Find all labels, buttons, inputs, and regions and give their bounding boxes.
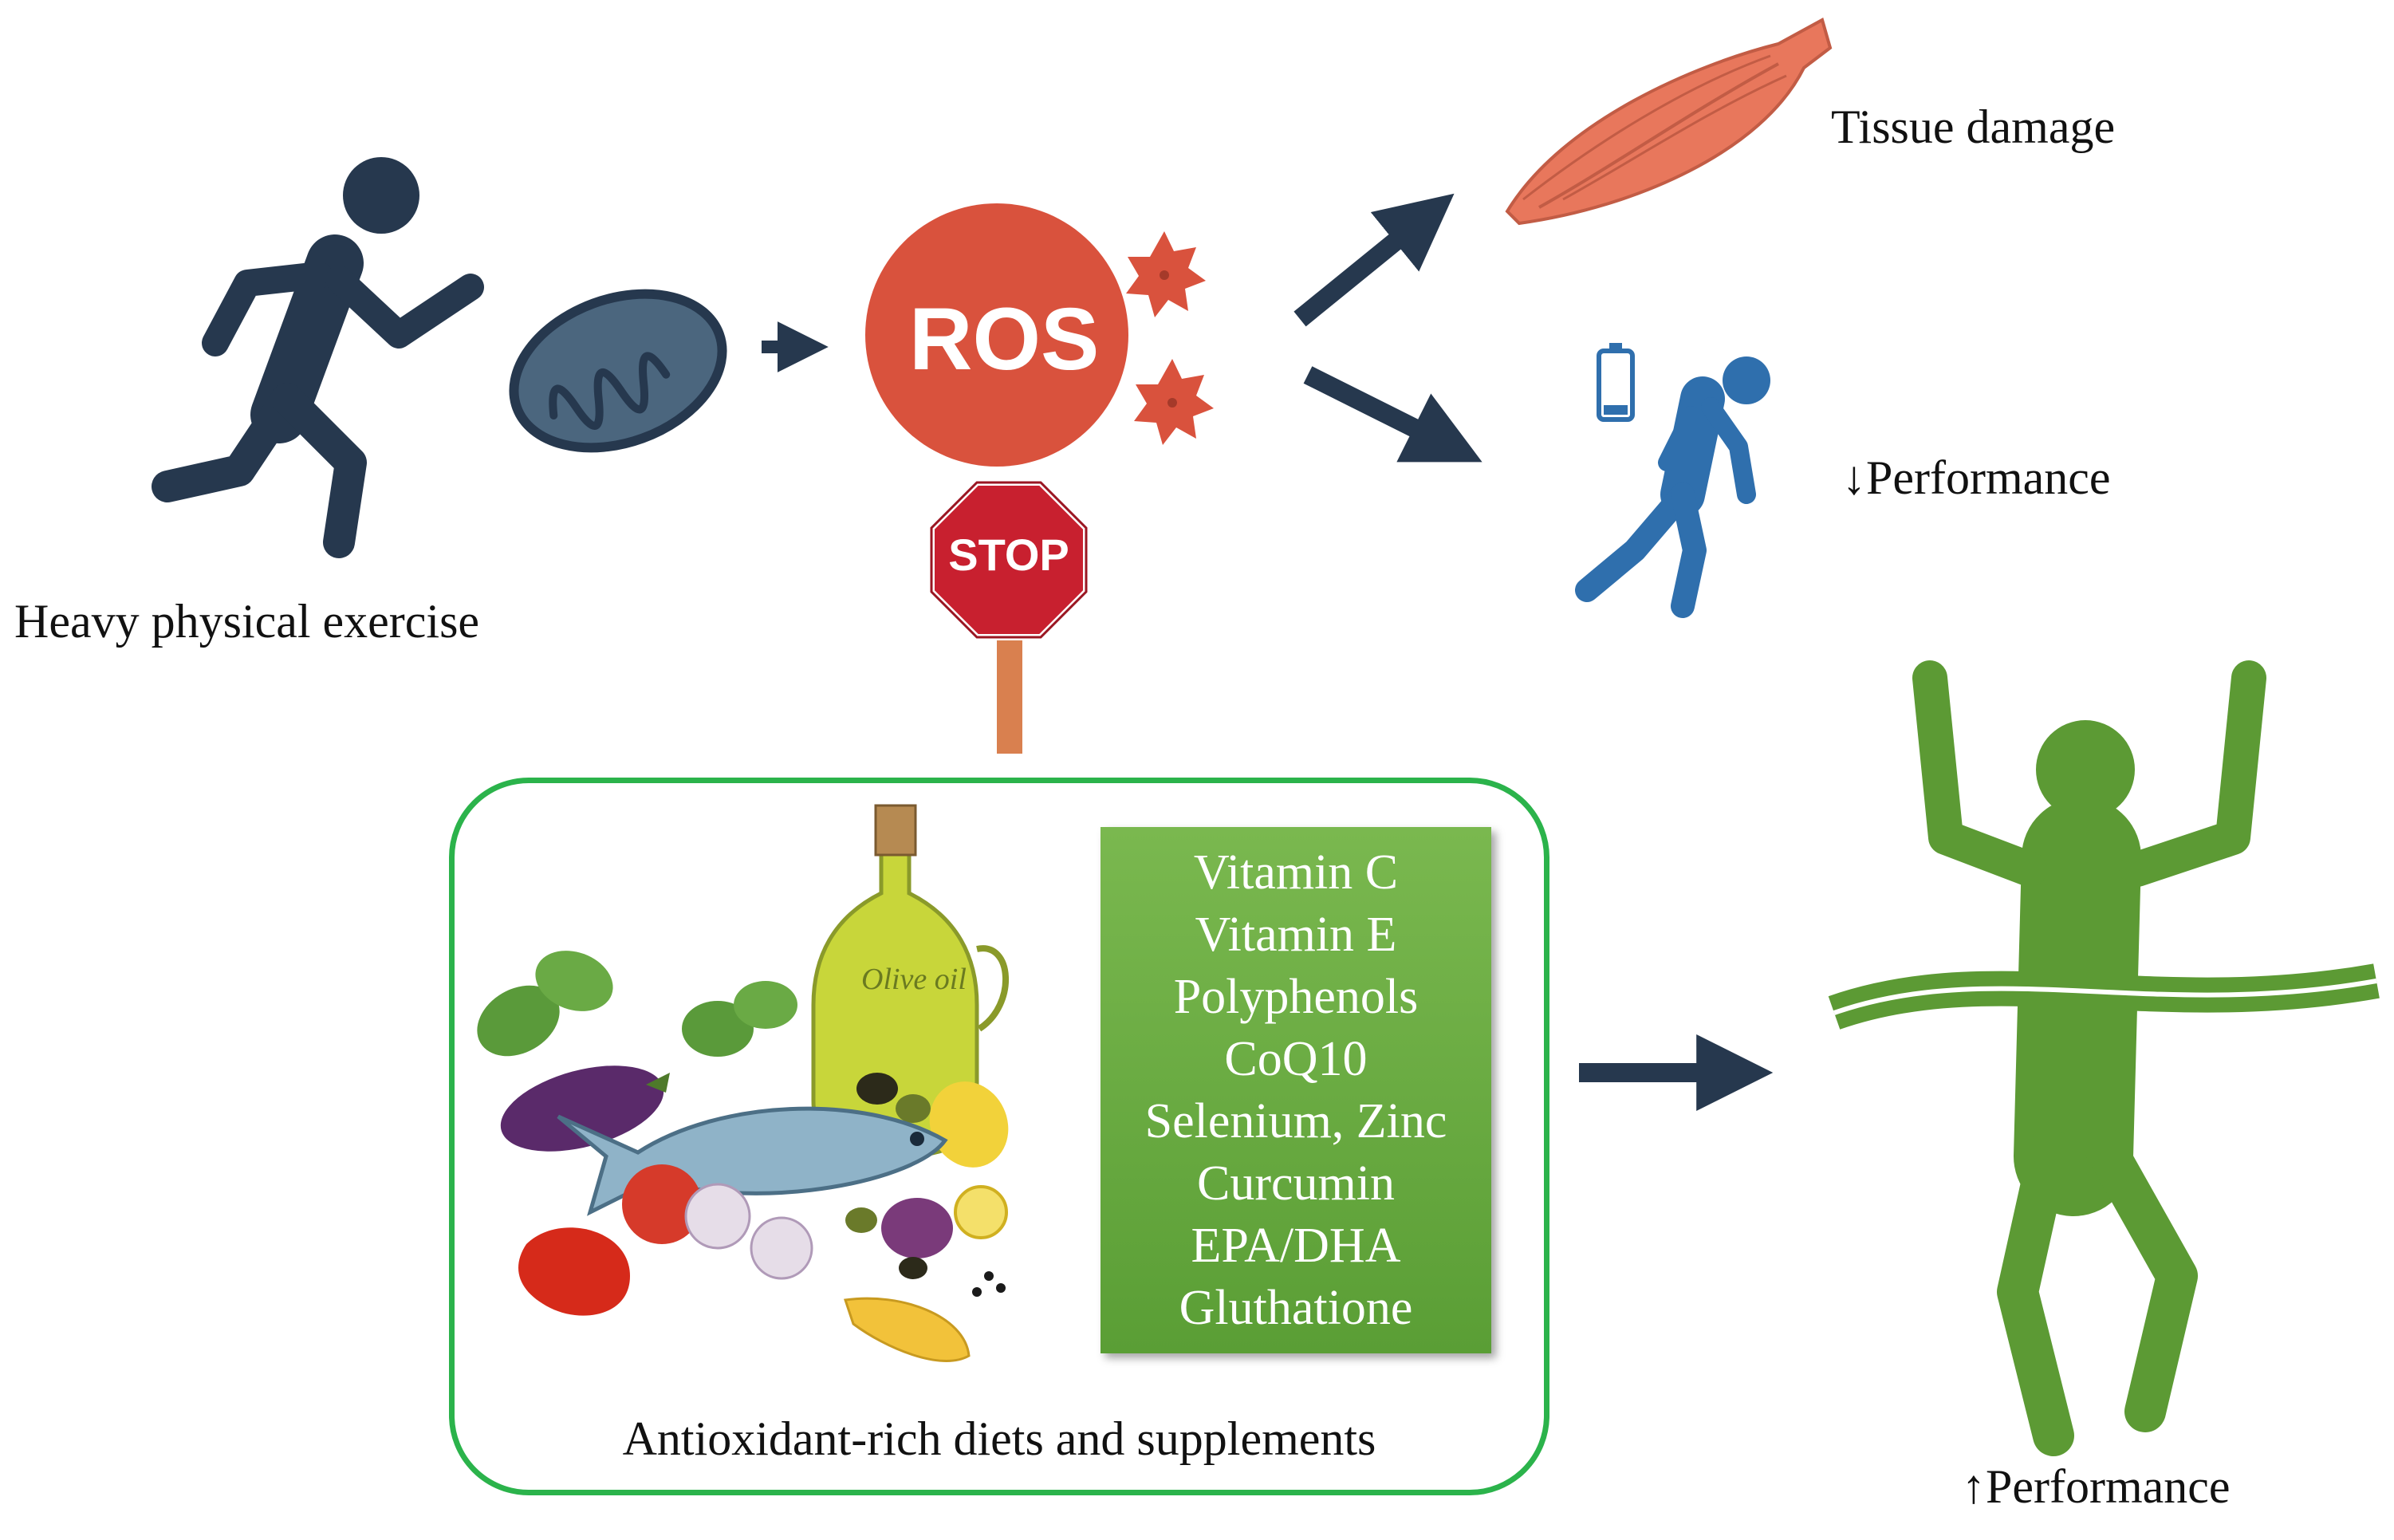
supplement-item: Polyphenols [1173, 970, 1419, 1024]
supplement-item: Curcumin [1197, 1156, 1395, 1211]
antioxidant-diet-box [449, 778, 1549, 1495]
olive-oil-bottle-label: Olive oil [861, 963, 967, 996]
running-person-icon [152, 157, 484, 558]
food-illustration-icon: Olive oil [477, 804, 1009, 1362]
arrow-ros-tissue [1293, 193, 1455, 327]
supplement-item: Vitamin C [1193, 845, 1399, 900]
finish-tape-highlight [1833, 979, 2377, 1015]
performance-up-text: Performance [1986, 1460, 2231, 1513]
tired-person-icon [1575, 356, 1770, 618]
performance-down-label: ↓Performance [1842, 451, 2111, 506]
arrow-ros-performance [1303, 366, 1482, 463]
ros-circle-icon [865, 203, 1128, 467]
mitochondrion-icon [509, 289, 727, 453]
supplement-item: Gluthatione [1179, 1281, 1413, 1335]
supplement-item: Vitamin E [1195, 908, 1397, 962]
diet-caption: Antioxidant-rich diets and supplements [622, 1412, 1376, 1465]
heavy-exercise-label: Heavy physical exercise [14, 595, 480, 648]
supplement-item: CoQ10 [1224, 1032, 1368, 1086]
free-radical-icon-2 [1134, 359, 1214, 445]
performance-down-text: Performance [1866, 451, 2111, 504]
supplement-list-box: Vitamin C Vitamin E Polyphenols CoQ10 Se… [1101, 827, 1491, 1353]
stop-label: STOP [948, 530, 1069, 580]
tissue-damage-label: Tissue damage [1831, 100, 2116, 153]
finish-tape [1828, 963, 2380, 1030]
stop-sign-icon [928, 479, 1089, 754]
winner-person-icon [1912, 660, 2266, 1456]
free-radical-icon [1126, 231, 1206, 317]
supplement-item: EPA/DHA [1191, 1219, 1401, 1273]
muscle-icon [1505, 18, 1833, 226]
low-battery-icon [1597, 343, 1635, 422]
arrow-down-glyph: ↓ [1842, 451, 1866, 504]
arrow-up-glyph: ↑ [1962, 1460, 1986, 1513]
performance-up-label: ↑Performance [1962, 1459, 2231, 1514]
ros-label: ROS [909, 290, 1100, 388]
supplement-item: Selenium, Zinc [1144, 1094, 1447, 1148]
